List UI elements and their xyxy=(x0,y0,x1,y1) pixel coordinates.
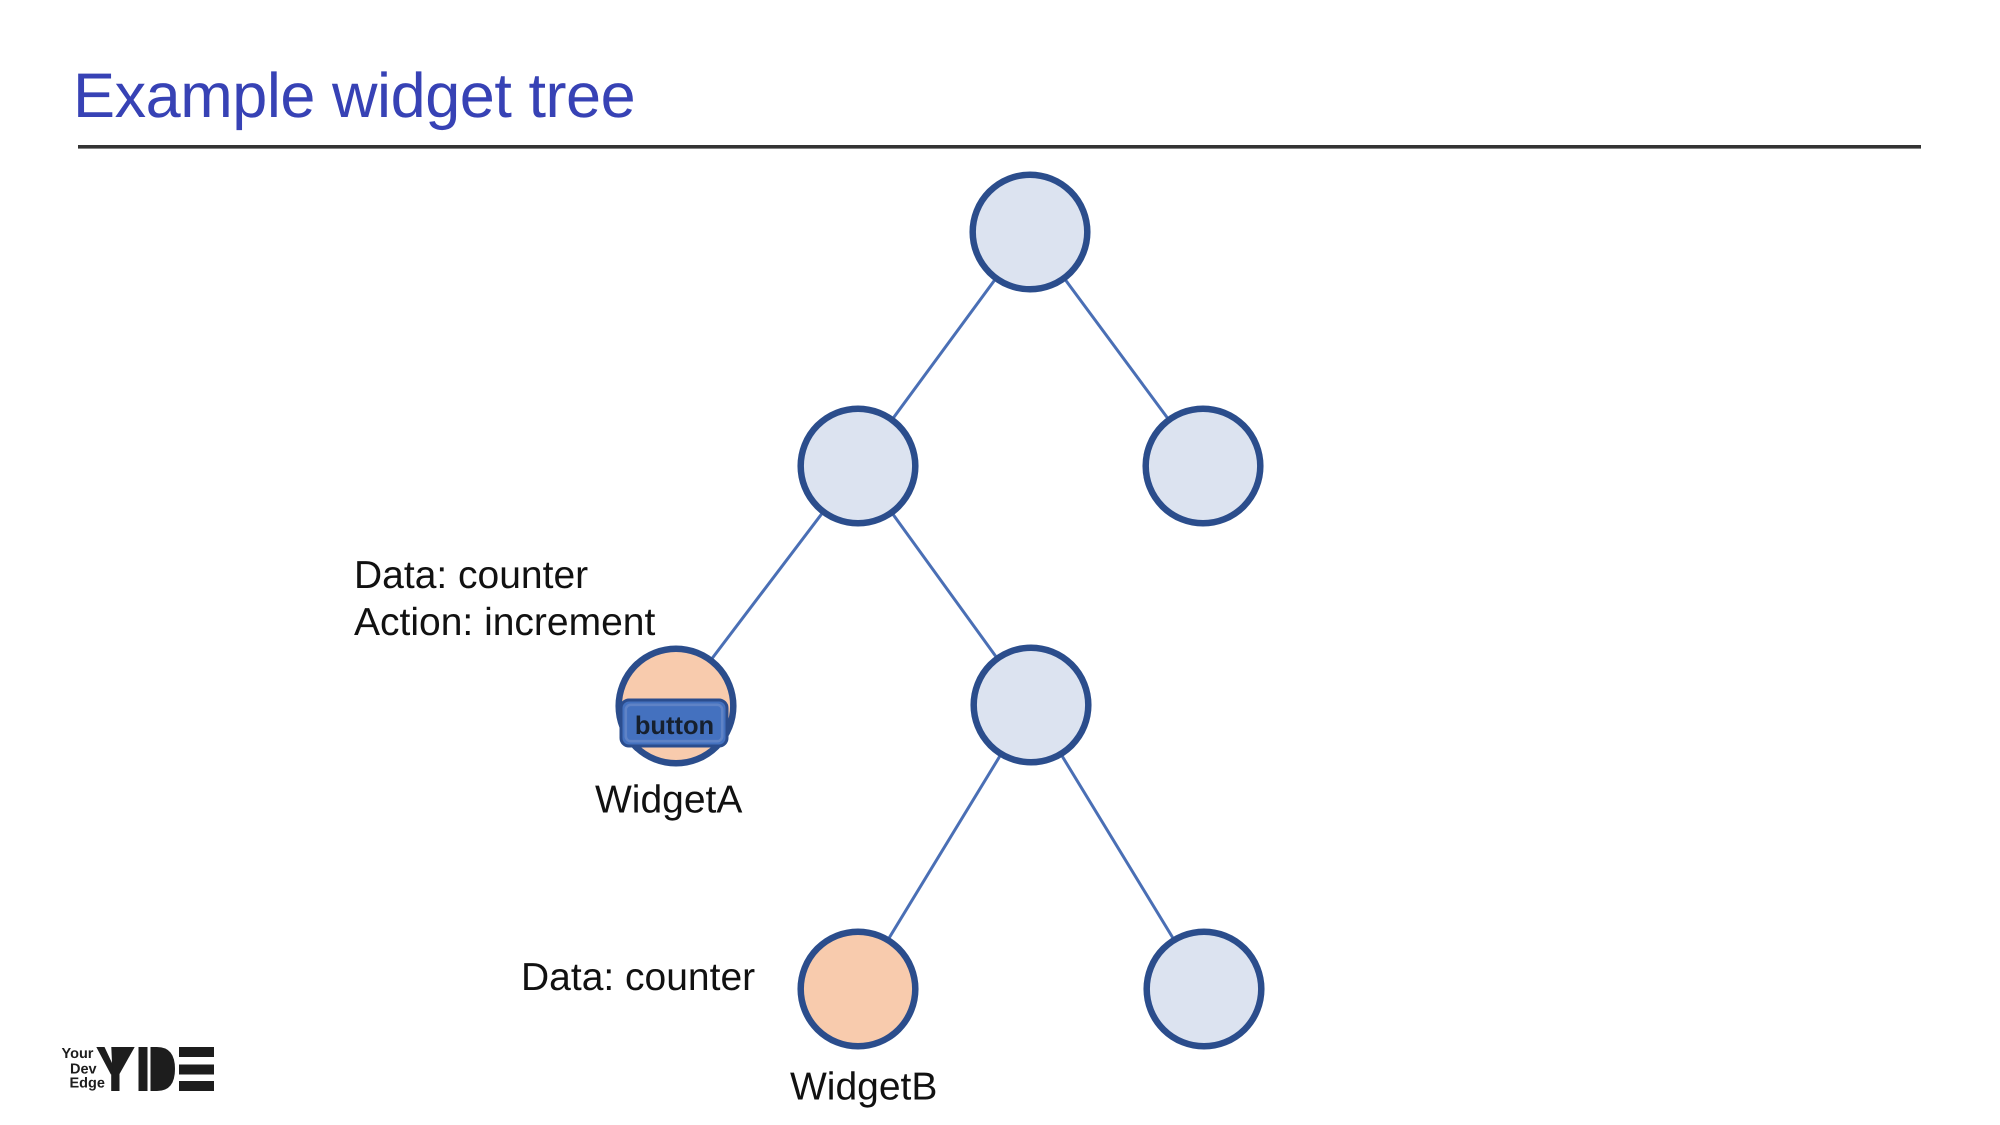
svg-text:Example widget tree: Example widget tree xyxy=(73,61,635,131)
svg-text:Dev: Dev xyxy=(70,1062,97,1078)
svg-text:button: button xyxy=(635,712,714,740)
svg-text:Data: counter: Data: counter xyxy=(354,554,588,597)
svg-text:Your: Your xyxy=(62,1046,94,1062)
svg-text:WidgetB: WidgetB xyxy=(790,1066,937,1109)
svg-text:Action: increment: Action: increment xyxy=(354,601,655,644)
svg-text:Data: counter: Data: counter xyxy=(521,956,755,999)
svg-text:WidgetA: WidgetA xyxy=(595,779,742,822)
svg-text:Edge: Edge xyxy=(70,1076,105,1092)
